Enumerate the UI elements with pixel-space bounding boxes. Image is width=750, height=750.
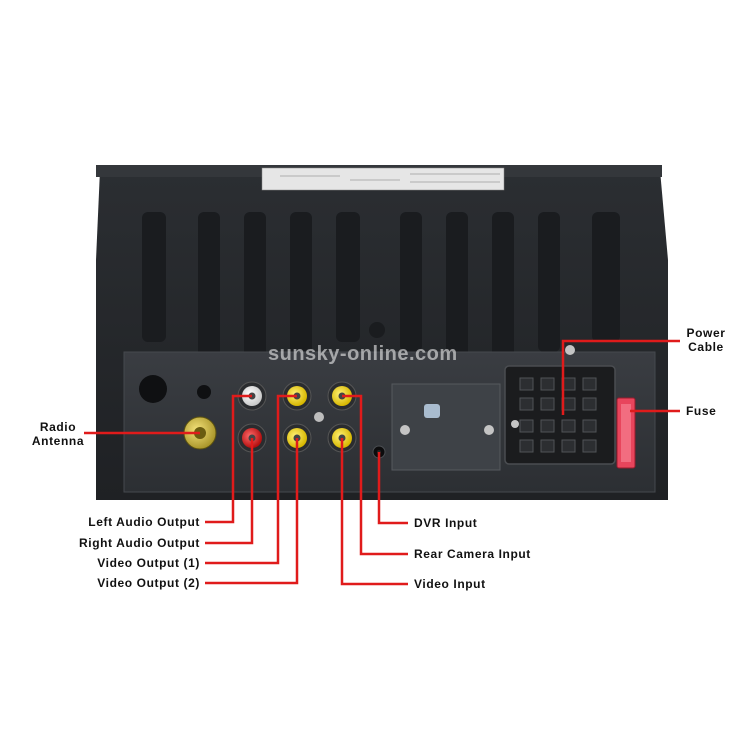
power-cable-label-line2: Cable	[688, 340, 724, 354]
video-input-label: Video Input	[414, 577, 486, 591]
radio-antenna-label-line2: Antenna	[31, 434, 85, 448]
dvr-input-label: DVR Input	[414, 516, 478, 530]
mount-bracket	[391, 383, 501, 471]
radio-antenna-label-line1: Radio	[39, 420, 77, 434]
rear-camera-input-label: Rear Camera Input	[414, 547, 531, 561]
video-output-2-label: Video Output (2)	[97, 576, 200, 590]
cooling-ribs	[142, 212, 620, 357]
watermark-text: sunsky-online.com	[268, 343, 458, 365]
right-audio-output-label: Right Audio Output	[79, 536, 200, 550]
mount-screw-hole	[369, 322, 385, 338]
mount-hole	[139, 375, 167, 403]
video-output-1-label: Video Output (1)	[97, 556, 200, 570]
left-audio-output-label: Left Audio Output	[88, 515, 200, 529]
fuse-icon	[616, 397, 636, 469]
spec-sticker	[261, 167, 505, 191]
leader-lines	[84, 339, 680, 586]
connector-screw	[565, 345, 575, 355]
iso-connector-icon	[504, 345, 616, 465]
radio-antenna-label: Radio Antenna	[28, 420, 88, 448]
power-cable-label-line1: Power	[686, 326, 726, 340]
power-cable-label: Power Cable	[678, 326, 734, 354]
small-hole	[197, 385, 211, 399]
panel-screw	[314, 412, 324, 422]
fuse-label: Fuse	[686, 404, 717, 418]
